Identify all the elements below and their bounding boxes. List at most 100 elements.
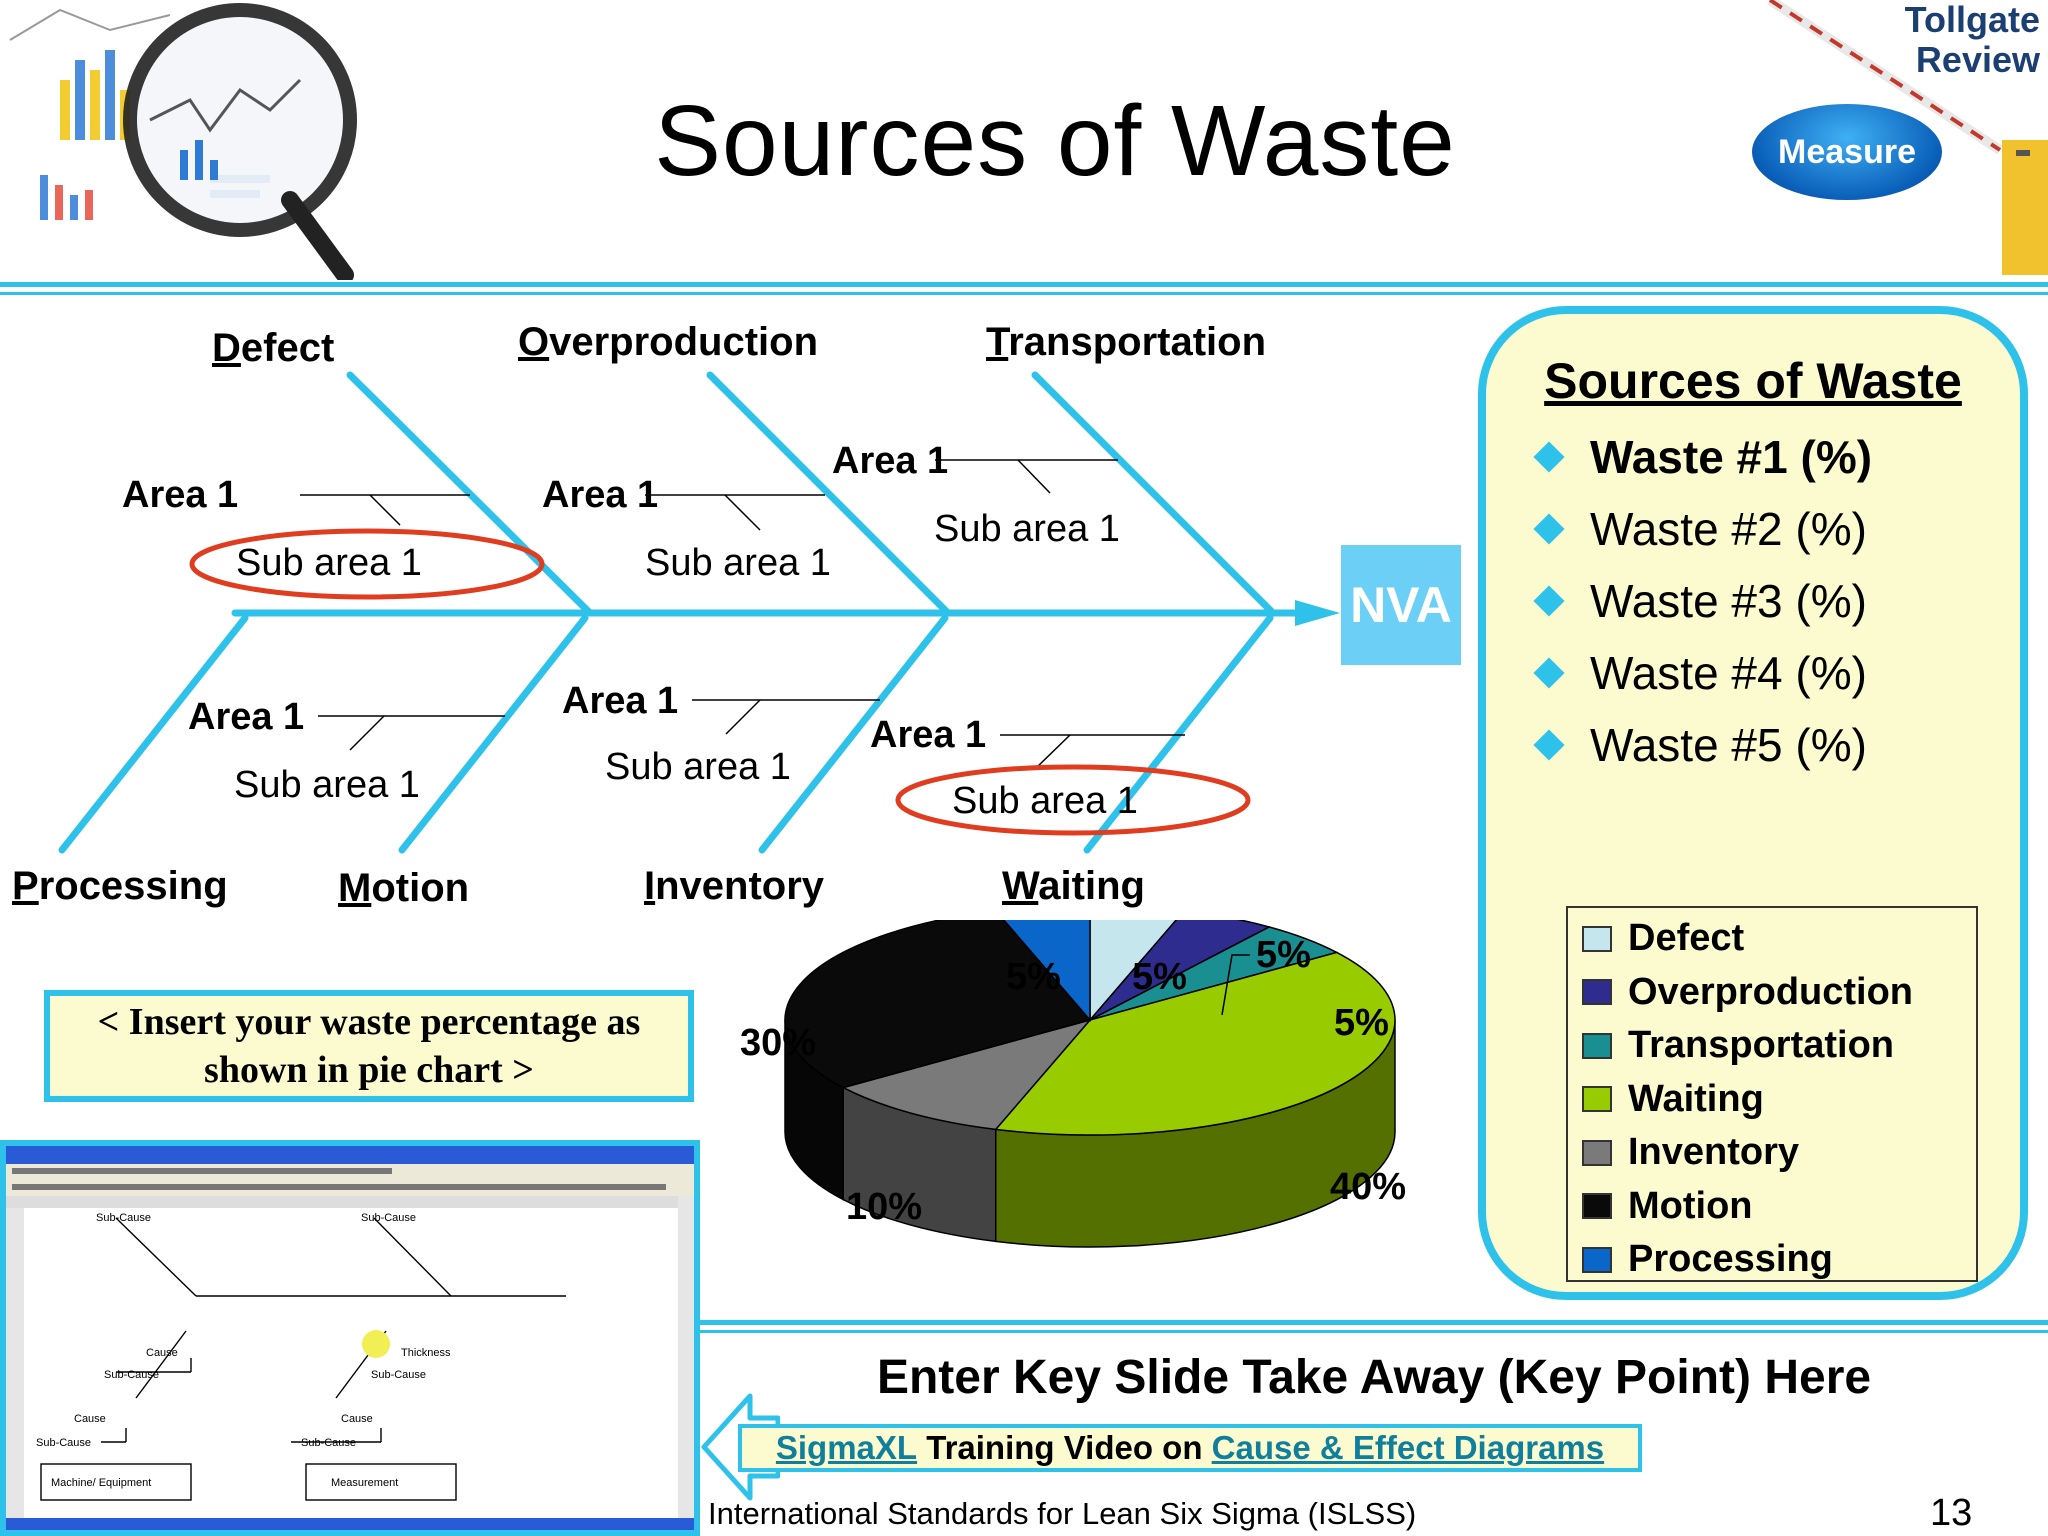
category-waiting-rest: aiting bbox=[1038, 864, 1145, 908]
waiting-sub-area-label: Sub area 1 bbox=[952, 780, 1138, 822]
legend-item-inventory: Inventory bbox=[1568, 1126, 1976, 1180]
excel-sub-cause-label-5: Sub-Cause bbox=[36, 1437, 91, 1449]
waste-item-3: Waste #3 (%) bbox=[1530, 574, 1867, 628]
panel-title: Sources of Waste bbox=[1544, 353, 1962, 409]
excel-thickness-label: Thickness bbox=[401, 1347, 451, 1359]
legend-swatch bbox=[1582, 1086, 1612, 1113]
legend-swatch bbox=[1582, 1032, 1612, 1059]
waste-item-4: Waste #4 (%) bbox=[1530, 646, 1867, 700]
video-link-mid-text: Training Video on bbox=[917, 1429, 1212, 1466]
diamond-bullet-icon bbox=[1533, 657, 1565, 689]
category-transportation-initial: T bbox=[986, 320, 1009, 364]
pie-label-processing: 5% bbox=[1006, 956, 1061, 998]
pie-slice-inventory bbox=[841, 1018, 1093, 1131]
diamond-bullet-icon bbox=[1533, 441, 1565, 473]
category-waiting-initial: W bbox=[1002, 864, 1039, 908]
excel-cause-label: Cause bbox=[146, 1347, 178, 1359]
waste-item-5-text: Waste #5 (%) bbox=[1590, 719, 1867, 771]
transportation-area-label: Area 1 bbox=[832, 440, 949, 482]
overproduction-sub-area-label: Sub area 1 bbox=[645, 542, 831, 584]
waste-item-4-text: Waste #4 (%) bbox=[1590, 647, 1867, 699]
pie-leader-line bbox=[1221, 954, 1250, 1016]
diamond-bullet-icon bbox=[1533, 585, 1565, 617]
insert-note-line2: shown in pie chart > bbox=[204, 1049, 534, 1091]
excel-measurement-label: Measurement bbox=[331, 1477, 398, 1489]
legend-label: Motion bbox=[1628, 1184, 1753, 1227]
legend-item-motion: Motion bbox=[1568, 1180, 1976, 1234]
pie-slice-processing bbox=[1002, 920, 1091, 1023]
waiting-area-label: Area 1 bbox=[870, 714, 987, 756]
legend-label: Waiting bbox=[1628, 1077, 1764, 1120]
key-point-divider-thin bbox=[700, 1330, 2048, 1333]
category-overproduction-initial: O bbox=[518, 320, 550, 364]
defect-sub-area-label: Sub area 1 bbox=[236, 542, 422, 584]
diamond-bullet-icon bbox=[1533, 729, 1565, 761]
waste-item-3-text: Waste #3 (%) bbox=[1590, 575, 1867, 627]
pie-label-transportation: 5% bbox=[1334, 1002, 1389, 1044]
waste-item-2: Waste #2 (%) bbox=[1530, 502, 1867, 556]
slide-title: Sources of Waste bbox=[654, 85, 1456, 197]
inventory-sub-area-label: Sub area 1 bbox=[605, 746, 791, 788]
excel-machine-label: Machine/ Equipment bbox=[51, 1477, 151, 1489]
category-processing: Processing bbox=[12, 864, 228, 909]
excel-sub-cause-label: Sub-Cause bbox=[96, 1212, 151, 1224]
category-overproduction: Overproduction bbox=[518, 320, 818, 365]
analytics-magnifier-image bbox=[0, 0, 360, 280]
processing-area-label: Area 1 bbox=[188, 696, 305, 738]
tollgate-label-line2: Review bbox=[1915, 39, 2040, 80]
excel-sub-cause-label-3: Sub-Cause bbox=[104, 1369, 159, 1381]
footer-text: International Standards for Lean Six Sig… bbox=[708, 1496, 1417, 1531]
category-transportation: Transportation bbox=[986, 320, 1266, 365]
inventory-area-label: Area 1 bbox=[562, 680, 679, 722]
pie-label-inventory: 10% bbox=[846, 1186, 923, 1228]
category-motion-rest: otion bbox=[371, 866, 470, 910]
processing-sub-area-label: Sub area 1 bbox=[234, 764, 420, 806]
pie-slice-motion bbox=[784, 920, 1092, 1089]
category-motion: Motion bbox=[338, 866, 469, 911]
legend-label: Overproduction bbox=[1628, 970, 1914, 1013]
excel-screenshot-image: Sub-Cause Sub-Cause Cause Thickness Sub-… bbox=[6, 1146, 694, 1530]
legend-swatch bbox=[1582, 1246, 1612, 1273]
header-divider-thin bbox=[0, 292, 2048, 295]
waste-item-1: Waste #1 (%) bbox=[1530, 430, 1872, 484]
pie-label-waiting: 40% bbox=[1330, 1166, 1407, 1208]
training-video-link-box: SigmaXL Training Video on Cause & Effect… bbox=[738, 1424, 1642, 1472]
excel-sub-cause-label-2: Sub-Cause bbox=[361, 1212, 416, 1224]
legend-swatch bbox=[1582, 979, 1612, 1006]
category-defect: Defect bbox=[212, 326, 334, 371]
legend-swatch bbox=[1582, 1139, 1612, 1166]
category-inventory-rest: nventory bbox=[655, 864, 825, 908]
waste-item-1-text: Waste #1 (%) bbox=[1590, 431, 1873, 483]
excel-cause-label-3: Cause bbox=[341, 1413, 373, 1425]
sigmaxl-link[interactable]: SigmaXL bbox=[775, 1429, 918, 1466]
fishbone-diagram bbox=[58, 371, 1340, 854]
pie-slice-waiting bbox=[994, 951, 1396, 1136]
category-transportation-rest: ransportation bbox=[1008, 320, 1267, 364]
waste-pie-chart bbox=[784, 920, 1396, 1248]
category-processing-initial: P bbox=[12, 864, 39, 908]
overproduction-area-label: Area 1 bbox=[542, 474, 659, 516]
measure-phase-badge: Measure bbox=[1752, 104, 1942, 200]
legend-swatch bbox=[1582, 1193, 1612, 1220]
category-motion-initial: M bbox=[338, 866, 372, 910]
category-processing-rest: rocessing bbox=[38, 864, 228, 908]
waste-item-5: Waste #5 (%) bbox=[1530, 718, 1867, 772]
pie-label-motion: 30% bbox=[740, 1022, 817, 1064]
waste-item-2-text: Waste #2 (%) bbox=[1590, 503, 1867, 555]
header-divider bbox=[0, 282, 2048, 287]
tollgate-review-label: Tollgate Review bbox=[1860, 0, 2040, 80]
excel-fishbone-screenshot: Sub-Cause Sub-Cause Cause Thickness Sub-… bbox=[0, 1140, 700, 1536]
defect-area-label: Area 1 bbox=[122, 474, 239, 516]
cause-effect-diagrams-link[interactable]: Cause & Effect Diagrams bbox=[1211, 1429, 1605, 1466]
legend-label: Defect bbox=[1628, 917, 1745, 960]
legend-item-processing: Processing bbox=[1568, 1233, 1976, 1287]
insert-note-line1: < Insert your waste percentage as bbox=[97, 1001, 641, 1043]
category-defect-initial: D bbox=[212, 326, 241, 370]
legend-swatch bbox=[1582, 925, 1612, 952]
tollgate-label-line1: Tollgate bbox=[1904, 0, 2040, 40]
insert-percentage-note: < Insert your waste percentage as shown … bbox=[44, 990, 694, 1102]
transportation-sub-area-label: Sub area 1 bbox=[934, 508, 1120, 550]
legend-label: Processing bbox=[1628, 1238, 1833, 1281]
legend-item-waiting: Waiting bbox=[1568, 1073, 1976, 1127]
category-waiting: Waiting bbox=[1002, 864, 1145, 909]
